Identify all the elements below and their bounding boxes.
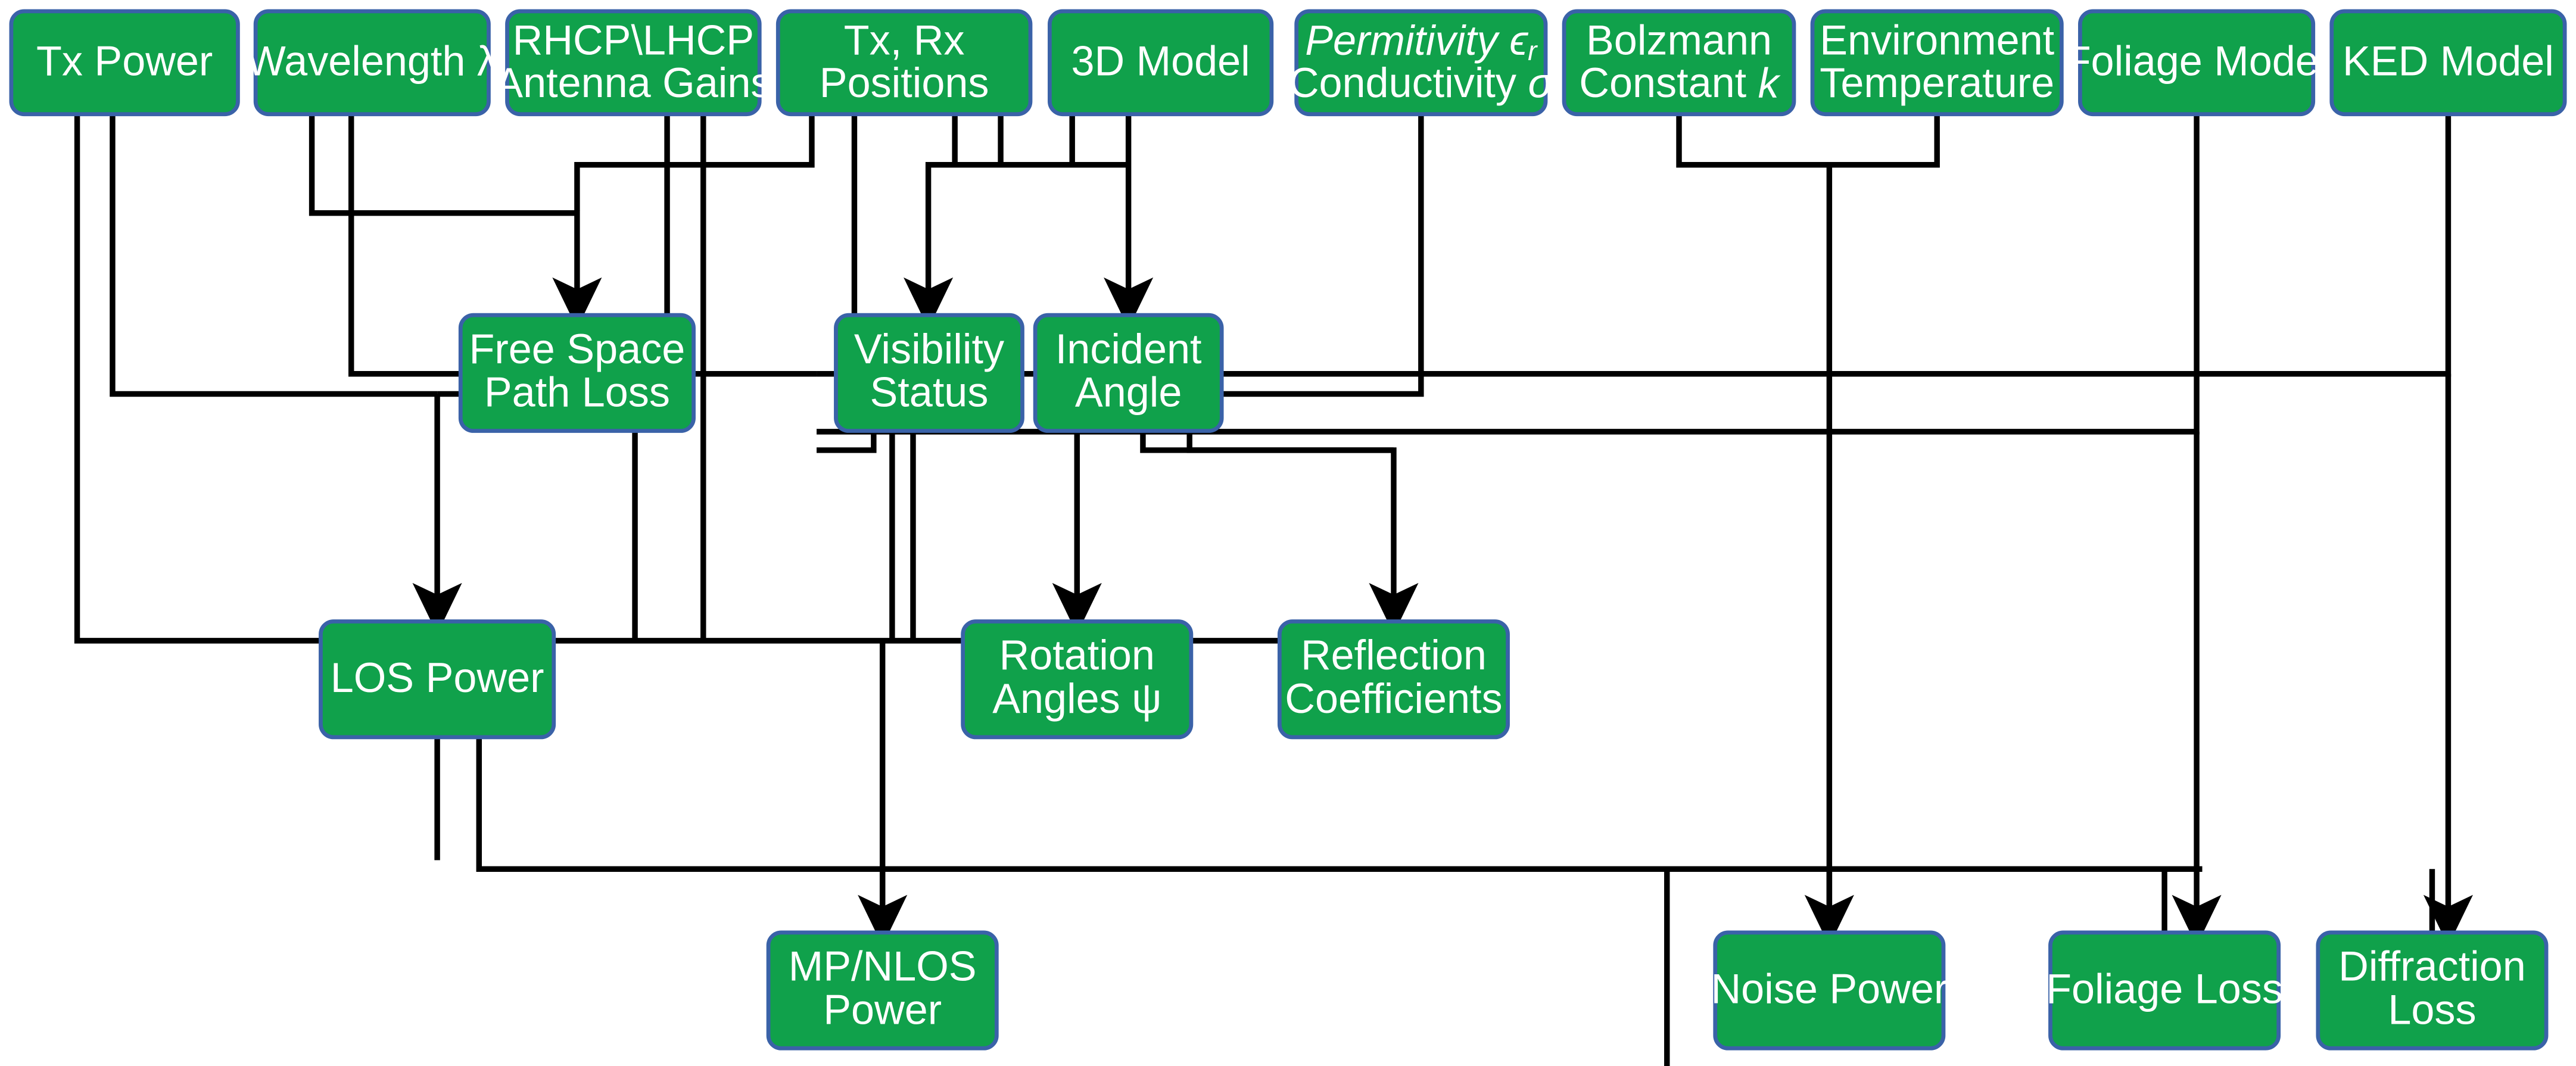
nodes-layer: Tx Power Wavelength λ RHCP\LHCP Antenna … [9, 9, 2567, 1051]
node-reflection-coefficients[interactable]: Reflection Coefficients [1277, 619, 1510, 740]
node-antenna-gains-box[interactable] [505, 9, 762, 117]
node-visibility-status[interactable]: Visibility Status [834, 313, 1024, 433]
node-reflection-coefficients-box[interactable] [1277, 619, 1510, 740]
node-foliage-loss-box[interactable] [2048, 930, 2281, 1051]
node-free-space-path-loss-box[interactable] [458, 313, 696, 433]
node-wavelength-box[interactable] [253, 9, 491, 117]
node-environment-temperature-box[interactable] [1810, 9, 2064, 117]
node-rotation-angles-box[interactable] [961, 619, 1194, 740]
node-los-power[interactable]: LOS Power [319, 619, 556, 740]
node-foliage-loss[interactable]: Foliage Loss [2046, 930, 2283, 1051]
node-ked-model-box[interactable] [2329, 9, 2567, 117]
node-incident-angle-box[interactable] [1033, 313, 1224, 433]
node-tx-rx-positions[interactable]: Tx, Rx Positions [775, 9, 1033, 117]
node-wavelength[interactable]: Wavelength λ [247, 9, 498, 117]
node-foliage-model[interactable]: Foliage Model [2066, 9, 2328, 117]
edge-txrx-to-incident-angle [998, 114, 1129, 168]
node-diffraction-loss-box[interactable] [2316, 930, 2549, 1051]
node-3d-model[interactable]: 3D Model [1048, 9, 1274, 117]
edge-visibility-drop-a [817, 431, 877, 453]
edges-layer [74, 114, 2473, 1066]
node-tx-rx-positions-box[interactable] [775, 9, 1033, 117]
node-3d-model-box[interactable] [1048, 9, 1274, 117]
node-incident-angle[interactable]: Incident Angle [1033, 313, 1224, 433]
edge-bolzmann-to-noise [1676, 114, 1854, 946]
edge-txrx-to-visibility [904, 114, 958, 329]
edge-envtemp-to-noise [1829, 114, 1940, 168]
node-noise-power[interactable]: Noise Power [1711, 930, 1948, 1051]
node-antenna-gains[interactable]: RHCP\LHCP Antenna Gains [495, 9, 771, 117]
edge-los-to-final-bus [476, 737, 2203, 872]
node-foliage-model-box[interactable] [2078, 9, 2316, 117]
edge-txpower-to-los [110, 114, 438, 397]
node-tx-power-box[interactable] [9, 9, 240, 117]
edge-txpower-to-mpnlos [74, 114, 1396, 644]
node-rotation-angles[interactable]: Rotation Angles ψ [961, 619, 1194, 740]
node-bolzmann-constant-box[interactable] [1562, 9, 1796, 117]
node-environment-temperature[interactable]: Environment Temperature [1810, 9, 2064, 117]
node-mp-nlos-power-box[interactable] [766, 930, 999, 1051]
node-permitivity-conductivity-box[interactable] [1294, 9, 1548, 117]
node-los-power-box[interactable] [319, 619, 556, 740]
edge-incident-to-reflection [1186, 431, 1394, 453]
node-visibility-status-box[interactable] [834, 313, 1024, 433]
node-bolzmann-constant[interactable]: Bolzmann Constant k [1562, 9, 1796, 117]
node-mp-nlos-power[interactable]: MP/NLOS Power [766, 930, 999, 1051]
node-ked-model[interactable]: KED Model [2329, 9, 2567, 117]
node-permitivity-conductivity[interactable]: Permitivity ϵr Conductivity σ [1289, 9, 1555, 117]
edge-txrx-to-fspl [574, 114, 815, 211]
edge-wavelength-to-fspl [309, 114, 602, 329]
node-noise-power-box[interactable] [1713, 930, 1946, 1051]
node-free-space-path-loss[interactable]: Free Space Path Loss [458, 313, 696, 433]
edge-bus-ked-left [817, 114, 2452, 377]
node-diffraction-loss[interactable]: Diffraction Loss [2316, 930, 2549, 1051]
node-tx-power[interactable]: Tx Power [9, 9, 240, 117]
